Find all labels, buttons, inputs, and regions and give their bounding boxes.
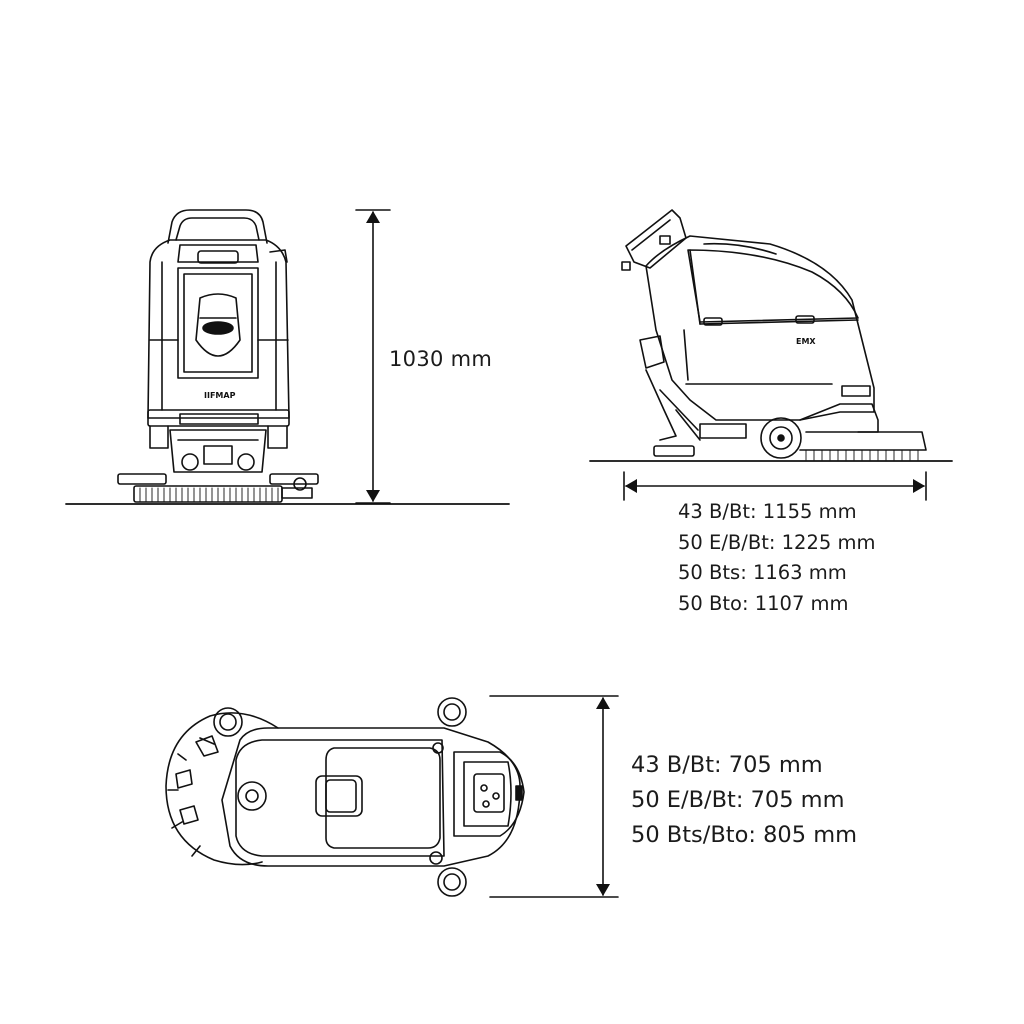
width-label-3: 50 Bts/Bto: 805 mm (631, 822, 858, 848)
front-view-machine (65, 209, 510, 505)
height-dimension-label: 1030 mm (389, 347, 493, 371)
width-dimension-labels: 43 B/Bt: 705 mm 50 E/B/Bt: 705 mm 50 Bts… (631, 748, 857, 853)
length-dimension-line (623, 471, 927, 501)
length-dimension-labels: 43 B/Bt: 1155 mm 50 E/B/Bt: 1225 mm 50 B… (678, 497, 875, 619)
height-dimension-line (355, 209, 391, 504)
width-label-2: 50 E/B/Bt: 705 mm (631, 787, 845, 813)
top-view-machine (165, 697, 525, 897)
length-label-2: 50 E/B/Bt: 1225 mm (678, 530, 876, 554)
width-dimension-line (489, 695, 619, 898)
length-label-4: 50 Bto: 1107 mm (678, 591, 849, 615)
length-label-3: 50 Bts: 1163 mm (678, 561, 847, 584)
side-brand-label: EMX (796, 337, 816, 346)
side-view-machine (589, 209, 953, 462)
width-label-1: 43 B/Bt: 705 mm (631, 752, 823, 778)
length-label-1: 43 B/Bt: 1155 mm (678, 500, 857, 523)
front-brand-label: IIFMAP (204, 391, 236, 400)
